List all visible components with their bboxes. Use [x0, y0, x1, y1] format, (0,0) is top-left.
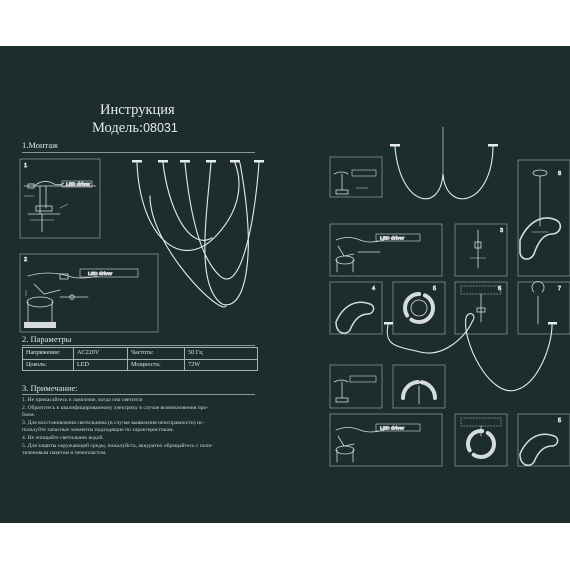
- step-9-number: 5: [558, 418, 561, 424]
- right-step-5-diagram: [392, 281, 446, 335]
- step-8-number: 8: [558, 171, 561, 177]
- section-params-heading: 2. Параметры: [22, 334, 72, 344]
- table-row: Цоколь: LED Мощность: 72W: [22, 358, 258, 371]
- note-line: 3. Для восстановления светильника (в слу…: [22, 419, 205, 426]
- note-line: 5. Для защиты окружающей среды, пожалуйс…: [22, 442, 214, 449]
- right-step-3-diagram: [454, 223, 508, 277]
- right-step-9-diagram: [329, 364, 383, 409]
- step-1-number: 1: [24, 163, 27, 169]
- right-step-7-diagram: [517, 281, 570, 335]
- note-line: 1. Не прикасайтесь к лампочке, когда она…: [22, 397, 143, 403]
- right-step-10-diagram: [392, 364, 446, 409]
- section-mount-heading: 1.Монтаж: [22, 140, 58, 150]
- params-table: Напряжение: AC220V Частота: 50 Гц Цоколь…: [22, 347, 258, 371]
- led-driver-label: LED driver: [88, 271, 112, 277]
- right-step-6-diagram: [454, 281, 508, 335]
- model-number: 08031: [143, 121, 178, 135]
- table-cell: LED: [73, 358, 128, 371]
- mount-step-2-diagram: [19, 253, 159, 333]
- right-step-13-diagram: [517, 413, 570, 467]
- section-rule: [22, 152, 255, 153]
- section-rule: [22, 345, 255, 346]
- section-notes-heading: 3. Примечание:: [22, 383, 78, 393]
- section-rule: [22, 394, 255, 395]
- right-step-2-diagram: [329, 223, 443, 277]
- led-driver-label: LED driver: [66, 182, 90, 188]
- document-title: Инструкция: [100, 102, 175, 118]
- note-line: тиленовым пакетом и пенопластом.: [22, 450, 107, 457]
- led-driver-label: LED driver: [380, 426, 404, 432]
- pendant-arc-top: [390, 126, 498, 200]
- installation-diagrams: 1 LED driver 2 LED driver: [19, 126, 570, 467]
- pendant-arc-bottom: [384, 313, 557, 392]
- mount-step-1-diagram: [19, 158, 101, 239]
- notes-list: 1. Не прикасайтесь к лампочке, когда она…: [22, 397, 262, 458]
- right-step-1-diagram: [329, 156, 383, 198]
- model-line: Модель:08031: [92, 120, 178, 137]
- note-line: 2. Обратитесь к квалифицированному элект…: [22, 404, 209, 411]
- step-3-number: 3: [500, 228, 503, 234]
- note-line: 4. Не очищайте светильник водой.: [22, 434, 104, 441]
- chandelier-sketch: [132, 160, 264, 308]
- note-line: пользуйте запасные элементы подходящие п…: [22, 427, 174, 434]
- step-7-number: 7: [558, 286, 561, 292]
- step-6-number: 6: [498, 286, 501, 292]
- table-cell: 72W: [184, 358, 258, 371]
- note-line: блем.: [22, 412, 35, 419]
- right-step-11-diagram: [329, 413, 443, 467]
- right-step-4-diagram: [329, 281, 383, 335]
- right-step-8-diagram: [517, 159, 570, 277]
- step-5-number: 5: [433, 286, 436, 292]
- model-label: Модель:: [92, 120, 144, 136]
- step-2-number: 2: [24, 257, 27, 263]
- step-4-number: 4: [372, 286, 375, 292]
- instruction-sheet: Инструкция Модель:08031 1.Монтаж 2. Пара…: [0, 46, 570, 523]
- right-step-12-diagram: [454, 413, 508, 467]
- led-driver-label: LED driver: [380, 236, 404, 242]
